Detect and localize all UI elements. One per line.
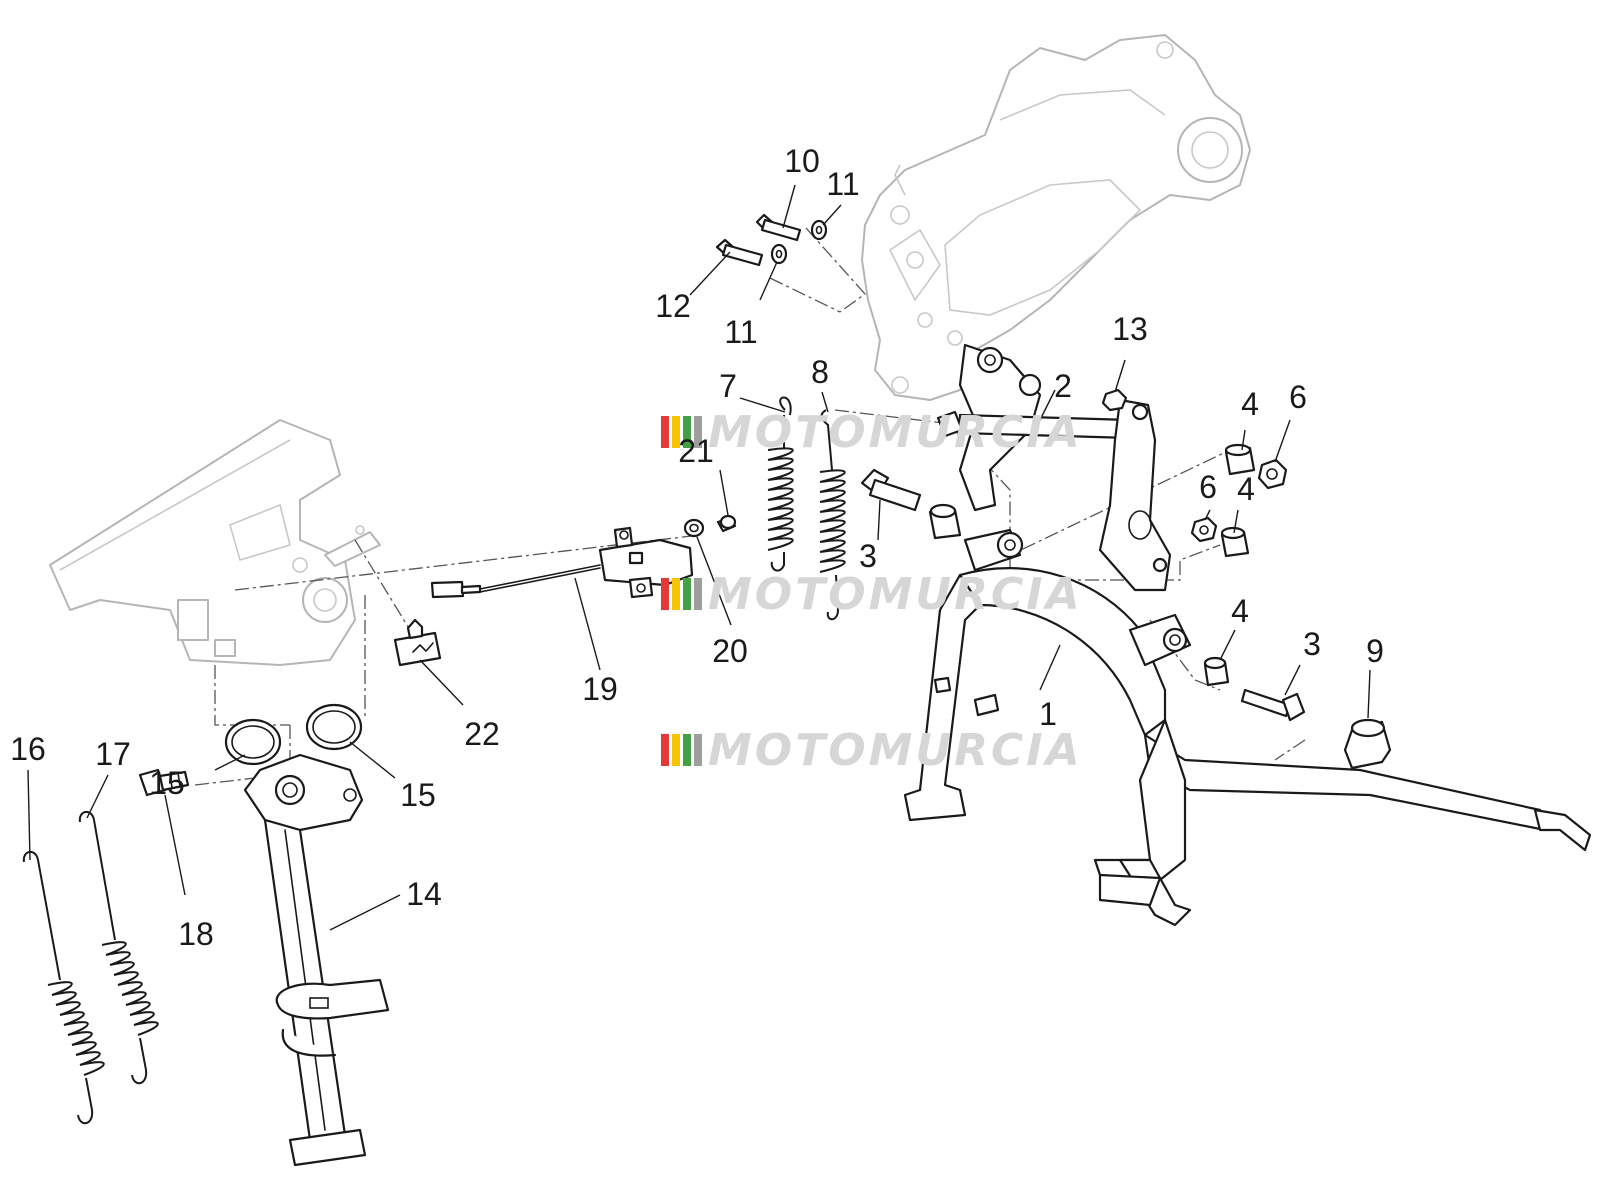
pivot-bolt-18 [138,768,190,797]
spacer-4-lower [1203,656,1230,687]
nut-13 [1101,388,1128,412]
callout-21: 21 [678,433,714,469]
spring-8 [819,409,846,621]
callout-12: 12 [655,288,691,324]
ring-15-right [305,703,363,751]
bumper-9 [1343,718,1392,770]
watermark-stripe [672,734,680,766]
spring-17 [78,811,159,1085]
leader-lines [27,184,1371,931]
watermark-stripe [683,416,691,448]
watermark-stripe [661,734,669,766]
callout-22: 22 [464,716,500,752]
callout-4-middle: 4 [1237,471,1255,507]
washer-11-upper-hole [815,225,823,235]
watermark-middle: MOTOMURCIA [661,569,1083,620]
callout-19: 19 [582,671,618,707]
watermark-stripe [694,578,702,610]
watermark-stripe [672,416,680,448]
nut-20 [683,518,705,538]
nut-6-mid [1190,516,1218,543]
watermark-stripe [683,734,691,766]
watermark-stripe [661,578,669,610]
watermark-stripe [661,416,669,448]
ring-15-left [224,718,282,766]
bolt-10 [755,213,802,242]
engine-frame-bracket [861,34,1251,401]
spring-7 [767,396,794,572]
watermark-bottom: MOTOMURCIA [661,725,1083,776]
stand-bracket-2 [936,343,1172,592]
callout-17: 17 [95,736,131,772]
bolt-3-upper [860,468,922,512]
rubber-block-22 [393,618,442,667]
callout-20: 20 [712,633,748,669]
spacer-4-upper-right [1224,443,1256,476]
washer-11-lower [770,243,788,265]
callout-3-upper: 3 [859,538,877,574]
centre-stand-1 [903,528,1592,927]
callout-3-lower: 3 [1303,626,1321,662]
watermark-text: MOTOMURCIA [708,569,1083,620]
callouts: 1 2 3 3 4 4 4 6 6 7 8 9 10 11 11 12 13 1… [10,143,1384,952]
callout-2: 2 [1054,368,1072,404]
callout-4-bottom: 4 [1231,593,1249,629]
callout-16: 16 [10,731,46,767]
callout-15-right: 15 [400,777,436,813]
callout-8: 8 [811,354,829,390]
watermark-stripe [694,416,702,448]
spring-16 [22,851,105,1125]
watermark-stripe [683,578,691,610]
callout-6-top: 6 [1289,379,1307,415]
callout-9: 9 [1366,633,1384,669]
callout-15-left: 15 [149,765,185,801]
callout-11-lower: 11 [724,314,757,350]
watermark-stripe [672,578,680,610]
watermark-top: MOTOMURCIA [661,407,1083,458]
callout-13: 13 [1112,311,1148,347]
callout-10: 10 [784,143,820,179]
watermark-text: MOTOMURCIA [708,407,1083,458]
sidestand-switch-19 [430,526,694,599]
callout-1: 1 [1039,696,1057,732]
callout-6-middle: 6 [1199,469,1217,505]
frame-side-section [49,419,381,666]
callout-14: 14 [406,876,442,912]
callout-18: 18 [178,916,214,952]
nut-6-upper-right [1257,458,1288,490]
watermark-text: MOTOMURCIA [708,725,1083,776]
callout-4-top: 4 [1241,386,1259,422]
washer-11-upper [810,219,828,241]
spacer-4-mid [928,503,962,540]
bolt-12 [715,238,764,267]
watermark-stripe [694,734,702,766]
bolt-3-lower [1240,688,1306,722]
callout-7: 7 [719,368,737,404]
screw-21 [716,514,737,533]
spacer-4-mid-right [1220,526,1250,558]
side-stand-14 [243,753,390,1167]
washer-11-lower-hole [775,249,783,259]
callout-11-upper: 11 [826,166,859,202]
